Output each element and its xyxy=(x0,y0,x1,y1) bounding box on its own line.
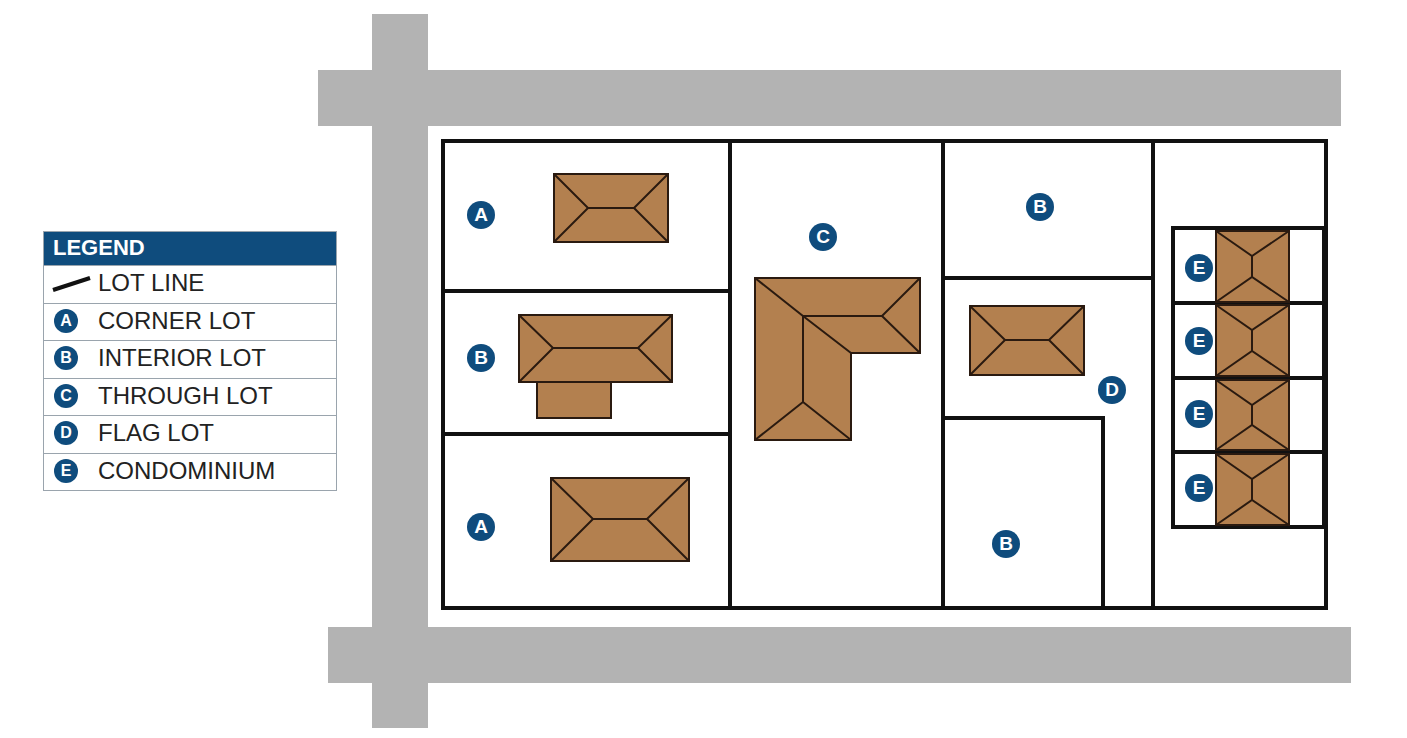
legend-divider xyxy=(44,415,336,416)
legend-label: LOT LINE xyxy=(98,269,204,297)
lot-marker: A xyxy=(54,309,78,333)
legend-label: THROUGH LOT xyxy=(98,382,273,410)
legend-divider xyxy=(44,340,336,341)
lot-marker: D xyxy=(54,421,78,445)
lot-lines xyxy=(443,141,1326,608)
lot-letter: B xyxy=(474,347,488,369)
legend-divider xyxy=(44,265,336,266)
lot-marker: E xyxy=(1185,474,1213,502)
lot-letter: E xyxy=(1193,403,1206,425)
lot-marker: E xyxy=(1185,327,1213,355)
legend-divider xyxy=(44,453,336,454)
lot-letter: C xyxy=(816,226,830,248)
legend-label: FLAG LOT xyxy=(98,419,214,447)
lot-letter: D xyxy=(1105,379,1119,401)
legend-label: CONDOMINIUM xyxy=(98,457,275,485)
lot-letter: C xyxy=(60,387,72,405)
lot-marker: A xyxy=(467,513,495,541)
lot-marker: B xyxy=(992,530,1020,558)
lot-marker: C xyxy=(54,384,78,408)
lot-marker: A xyxy=(467,201,495,229)
legend-label: INTERIOR LOT xyxy=(98,344,266,372)
lot-letter: B xyxy=(1033,196,1047,218)
lot-marker: C xyxy=(809,223,837,251)
lot-marker: D xyxy=(1098,376,1126,404)
legend-label: CORNER LOT xyxy=(98,307,255,335)
lot-marker: E xyxy=(1185,400,1213,428)
lot-letter: D xyxy=(60,424,72,442)
lot-marker: B xyxy=(54,346,78,370)
lot-letter: E xyxy=(1193,257,1206,279)
houses xyxy=(519,174,1289,561)
lot-line-sample xyxy=(50,272,94,296)
lot-marker: B xyxy=(1026,193,1054,221)
legend-divider xyxy=(44,303,336,304)
lot-marker: E xyxy=(1185,254,1213,282)
lot-letter: E xyxy=(1193,477,1206,499)
lot-letter: A xyxy=(474,516,488,538)
lot-letter: A xyxy=(474,204,488,226)
lot-letter: A xyxy=(60,312,72,330)
lot-letter: E xyxy=(61,462,72,480)
lot-marker: E xyxy=(54,459,78,483)
lot-letter: E xyxy=(1193,330,1206,352)
legend-title: LEGEND xyxy=(53,234,145,262)
legend-divider xyxy=(44,378,336,379)
lot-letter: B xyxy=(999,533,1013,555)
lot-letter: B xyxy=(60,349,72,367)
roads xyxy=(318,14,1351,728)
lot-marker: B xyxy=(467,344,495,372)
